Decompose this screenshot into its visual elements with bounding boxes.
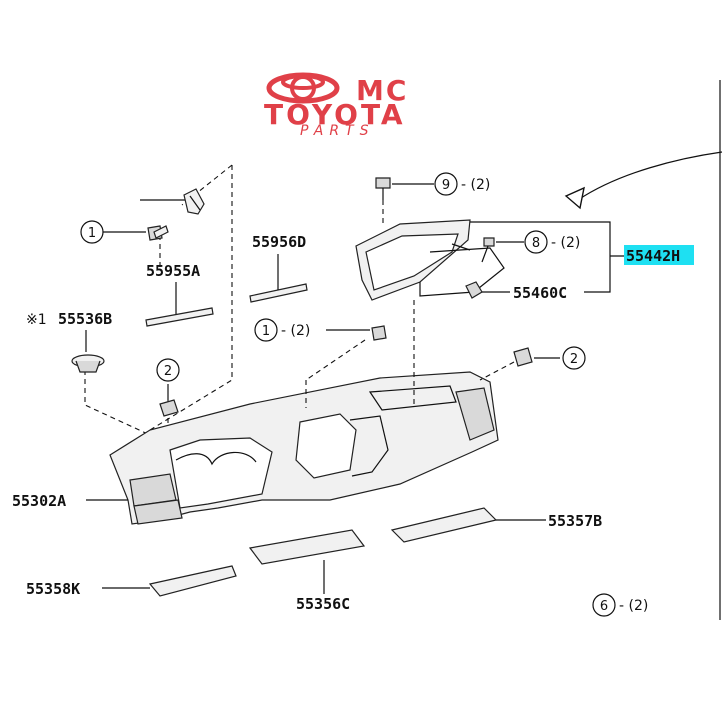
callout-number: 1 bbox=[88, 226, 96, 241]
part-number-55536B-prefix: ※1 bbox=[26, 312, 47, 328]
part-55302A-dashboard bbox=[109, 300, 499, 525]
callout-qty: - (2) bbox=[551, 235, 580, 251]
part-number-55956D: 55956D bbox=[252, 233, 306, 251]
part-55442H-glovebox bbox=[355, 219, 505, 301]
callout-1-center: 1 - (2) bbox=[254, 318, 310, 342]
part-number-55536B: 55536B bbox=[58, 310, 112, 328]
bolt-1-left bbox=[147, 225, 169, 241]
callout-number: 8 bbox=[532, 236, 540, 251]
callout-number: 2 bbox=[164, 364, 172, 379]
logo-toyota-text: TOYOTA bbox=[264, 98, 406, 131]
part-number-55442H: 55442H bbox=[626, 247, 680, 265]
callout-1-left: 1 bbox=[80, 220, 146, 244]
part-number-55460C: 55460C bbox=[513, 284, 567, 302]
part-55460C-clip bbox=[465, 281, 510, 299]
part-number-55357B: 55357B bbox=[548, 512, 602, 530]
toyota-emblem-icon bbox=[266, 72, 340, 104]
screw-9 bbox=[375, 177, 434, 226]
bolt-1-center bbox=[326, 325, 387, 341]
callout-6: 6 - (2) bbox=[592, 593, 648, 617]
omc-toyota-parts-logo: MC TOYOTA PARTS bbox=[264, 72, 408, 139]
bolt-2-right bbox=[479, 347, 560, 381]
highlight-55442H bbox=[624, 245, 694, 265]
part-55955A-rod bbox=[145, 282, 214, 327]
callout-qty: - (2) bbox=[281, 323, 310, 339]
callout-2-right: 2 bbox=[562, 346, 586, 370]
curved-arrow-icon bbox=[564, 151, 723, 210]
part-55358K-pad bbox=[102, 565, 237, 597]
callout-2-left: 2 bbox=[156, 358, 180, 382]
group-bracket-55442H bbox=[470, 221, 624, 293]
logo-mc-text: MC bbox=[356, 74, 408, 107]
part-number-55302A: 55302A bbox=[12, 492, 66, 510]
part-55357B-pad bbox=[390, 507, 546, 543]
part-number-55955A: 55955A bbox=[146, 262, 200, 280]
callout-8: 8 - (2) bbox=[524, 230, 580, 254]
part-55956D-rod bbox=[249, 254, 308, 303]
callout-number: 6 bbox=[600, 599, 608, 614]
callout-qty: - (2) bbox=[619, 598, 648, 614]
bracket-clip bbox=[183, 188, 205, 215]
part-number-55356C: 55356C bbox=[296, 595, 350, 613]
part-55536B-clip bbox=[71, 330, 105, 373]
part-number-55358K: 55358K bbox=[26, 580, 80, 598]
bolt-2-left bbox=[159, 384, 179, 417]
callout-number: 2 bbox=[570, 352, 578, 367]
dashed-guide-left bbox=[84, 164, 233, 440]
callout-number: 9 bbox=[442, 178, 450, 193]
callout-9: 9 - (2) bbox=[434, 172, 490, 196]
callout-number: 1 bbox=[262, 324, 270, 339]
logo-parts-text: PARTS bbox=[300, 123, 375, 139]
part-55356C-pad bbox=[248, 529, 366, 594]
callout-qty: - (2) bbox=[461, 177, 490, 193]
bolt-8 bbox=[481, 237, 524, 263]
